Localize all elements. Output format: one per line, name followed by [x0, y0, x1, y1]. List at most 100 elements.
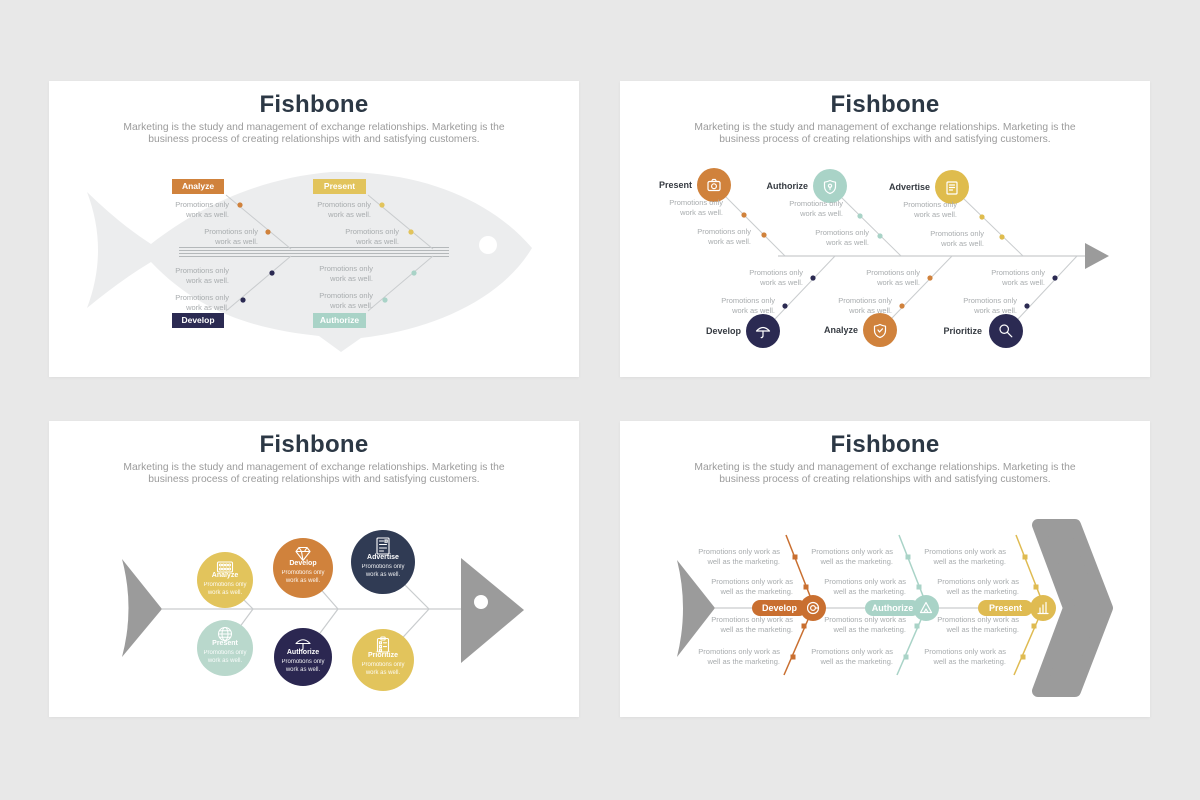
form-icon — [376, 537, 390, 555]
fish-head — [461, 558, 524, 663]
node-label: Develop — [289, 560, 317, 567]
category-tag-analyze: Analyze — [172, 179, 224, 194]
page-subtitle: Marketing is the study and management of… — [694, 462, 1076, 486]
bone-text: Promotions only work as well as the mark… — [824, 577, 906, 597]
node-analyze — [197, 552, 253, 608]
bone-text: Promotions only work as well as the mark… — [811, 547, 893, 567]
umbrella-icon — [295, 639, 311, 651]
slide-thumbnail-3[interactable]: Fishbone Marketing is the study and mana… — [49, 421, 579, 717]
bone-text: Promotions only work as well. — [697, 227, 751, 247]
category-tag-present: Present — [313, 179, 366, 194]
fish-tail — [122, 559, 162, 657]
bone-text: Promotions only work as well. — [345, 227, 399, 247]
node-text: Promotions only work as well. — [203, 582, 247, 596]
bone-text: Promotions only work as well as the mark… — [811, 647, 893, 667]
node-text: Promotions only work as well. — [281, 570, 325, 584]
node-prioritize — [352, 629, 414, 691]
category-tag-authorize: Authorize — [313, 313, 366, 328]
page-title: Fishbone — [830, 431, 940, 458]
page-subtitle: Marketing is the study and management of… — [123, 122, 505, 146]
branch-dots — [237, 202, 417, 303]
bone-text: Promotions only work as well. — [838, 296, 892, 316]
branch-label-advertise: Advertise — [888, 182, 930, 192]
diamond-icon — [295, 546, 311, 562]
chevron-head — [1032, 519, 1113, 697]
bone-text: Promotions only work as well as the mark… — [698, 547, 780, 567]
bone-text: Promotions only work as well. — [903, 200, 957, 220]
stage-pill-authorize: Authorize — [865, 600, 920, 616]
branch-label-present: Present — [658, 180, 692, 190]
node-present — [697, 168, 731, 202]
bone-text: Promotions only work as well as the mark… — [924, 647, 1006, 667]
abacus-icon — [216, 561, 234, 573]
fishbone-diagram-2 — [697, 168, 1109, 348]
node-text: Promotions only work as well. — [361, 564, 405, 578]
shield-icon — [823, 179, 837, 195]
bone-text: Promotions only work as well as the mark… — [711, 615, 793, 635]
category-tag-develop: Develop — [172, 313, 224, 328]
node-label: Prioritize — [368, 652, 398, 659]
fish-eye — [479, 236, 497, 254]
bone-text: Promotions only work as well as the mark… — [937, 577, 1019, 597]
bar-chart-icon — [1037, 601, 1049, 615]
page-title: Fishbone — [830, 91, 940, 118]
branch-label-prioritize: Prioritize — [943, 326, 982, 336]
bone-text: Promotions only work as well. — [749, 268, 803, 288]
fishbone-diagram-3 — [122, 530, 524, 691]
bone-text: Promotions only work as well. — [175, 293, 229, 313]
bone-text: Promotions only work as well. — [991, 268, 1045, 288]
bone-text: Promotions only work as well. — [204, 227, 258, 247]
bone-text: Promotions only work as well. — [815, 228, 869, 248]
node-prioritize — [989, 314, 1023, 348]
branch-lines — [225, 194, 434, 312]
node-label: Advertise — [367, 554, 399, 561]
node-present — [197, 620, 253, 676]
branch-label-analyze: Analyze — [823, 325, 858, 335]
bone-text: Promotions only work as well. — [319, 264, 373, 284]
bone-text: Promotions only work as well. — [963, 296, 1017, 316]
bone-text: Promotions only work as well. — [319, 291, 373, 311]
donut-icon — [806, 601, 820, 615]
arrowhead — [1085, 243, 1109, 269]
node-label: Present — [212, 640, 238, 647]
bone-text: Promotions only work as well as the mark… — [924, 547, 1006, 567]
node-authorize — [913, 595, 939, 621]
bone-text: Promotions only work as well. — [866, 268, 920, 288]
node-analyze — [863, 313, 897, 347]
spine-lines — [179, 247, 449, 257]
marker-squares — [790, 554, 1039, 660]
bone-text: Promotions only work as well. — [930, 229, 984, 249]
bone-text: Promotions only work as well. — [175, 266, 229, 286]
page-title: Fishbone — [259, 431, 369, 458]
slide-thumbnail-2[interactable]: Fishbone Marketing is the study and mana… — [620, 81, 1150, 377]
bone-text: Promotions only work as well as the mark… — [698, 647, 780, 667]
bone-text: Promotions only work as well. — [789, 199, 843, 219]
page-subtitle: Marketing is the study and management of… — [694, 122, 1076, 146]
slide-thumbnail-1[interactable]: Fishbone Marketing is the study and mana… — [49, 81, 579, 377]
page-subtitle: Marketing is the study and management of… — [123, 462, 505, 486]
node-advertise — [351, 530, 415, 594]
fish-silhouette — [87, 171, 532, 352]
node-text: Promotions only work as well. — [281, 659, 325, 673]
bone-text: Promotions only work as well as the mark… — [824, 615, 906, 635]
node-label: Analyze — [211, 572, 239, 579]
node-label: Authorize — [286, 649, 320, 656]
fishbone-diagram-1 — [87, 171, 532, 352]
node-authorize — [813, 169, 847, 203]
bone-text: Promotions only work as well. — [175, 200, 229, 220]
umbrella-icon — [755, 326, 771, 339]
bone-text: Promotions only work as well. — [317, 200, 371, 220]
magnifier-icon — [999, 324, 1013, 338]
shield-check-icon — [873, 323, 887, 339]
node-text: Promotions only work as well. — [203, 650, 247, 664]
camera-icon — [707, 178, 721, 192]
stage-pill-develop: Develop — [752, 600, 807, 616]
bone-text: Promotions only work as well. — [669, 198, 723, 218]
bone-text: Promotions only work as well as the mark… — [711, 577, 793, 597]
slide-thumbnail-4[interactable]: Fishbone Marketing is the study and mana… — [620, 421, 1150, 717]
branch-label-authorize: Authorize — [766, 181, 809, 191]
globe-icon — [218, 627, 232, 641]
fishbone-diagram-4 — [677, 519, 1113, 697]
node-develop — [800, 595, 826, 621]
